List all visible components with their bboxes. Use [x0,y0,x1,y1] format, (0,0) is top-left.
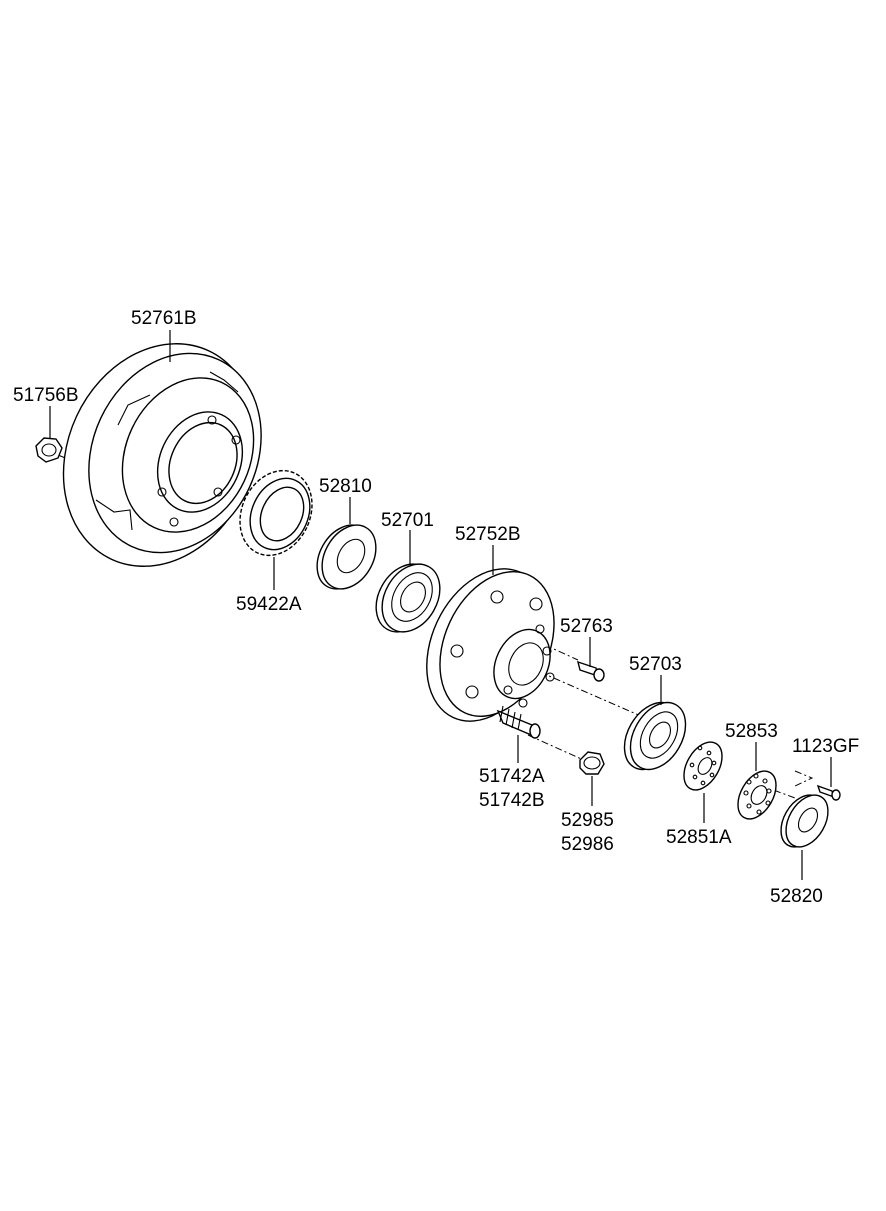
oil-seal-52820[interactable] [772,788,836,854]
label-52763: 52763 [560,616,613,637]
label-52752B: 52752B [455,524,521,545]
tone-ring-59422A[interactable] [227,459,326,567]
label-51742B: 51742B [479,790,545,811]
label-52701: 52701 [381,510,434,531]
leader-lines [49,330,832,880]
label-52851A: 52851A [666,827,732,848]
oil-seal-52810[interactable] [306,516,387,599]
label-52853: 52853 [725,721,778,742]
bearing-52701[interactable] [364,554,451,642]
hub-52752B[interactable] [403,549,576,740]
label-59422A: 59422A [236,594,302,615]
callout-labels: 52761B 51756B 52810 52701 52752B 59422A … [13,308,859,907]
bolt-52763[interactable] [577,660,605,682]
screw-1123GF[interactable] [816,784,841,801]
label-51756B: 51756B [13,385,79,406]
bearing-52703[interactable] [613,693,697,779]
label-1123GF: 1123GF [792,736,859,757]
label-51742A: 51742A [479,766,545,787]
nut-51756B[interactable] [35,437,63,463]
lock-washer-52851A[interactable] [676,735,730,796]
label-52810: 52810 [319,476,372,497]
label-52986: 52986 [561,834,614,855]
label-52703: 52703 [629,654,682,675]
locking-plate-52853[interactable] [730,764,784,825]
label-52985: 52985 [561,810,614,831]
wheel-stud-51742A[interactable] [496,705,541,739]
brake-drum-52761B[interactable] [28,312,293,598]
label-52820: 52820 [770,886,823,907]
label-52761B: 52761B [131,308,197,329]
hub-nut-52985[interactable] [579,751,605,775]
